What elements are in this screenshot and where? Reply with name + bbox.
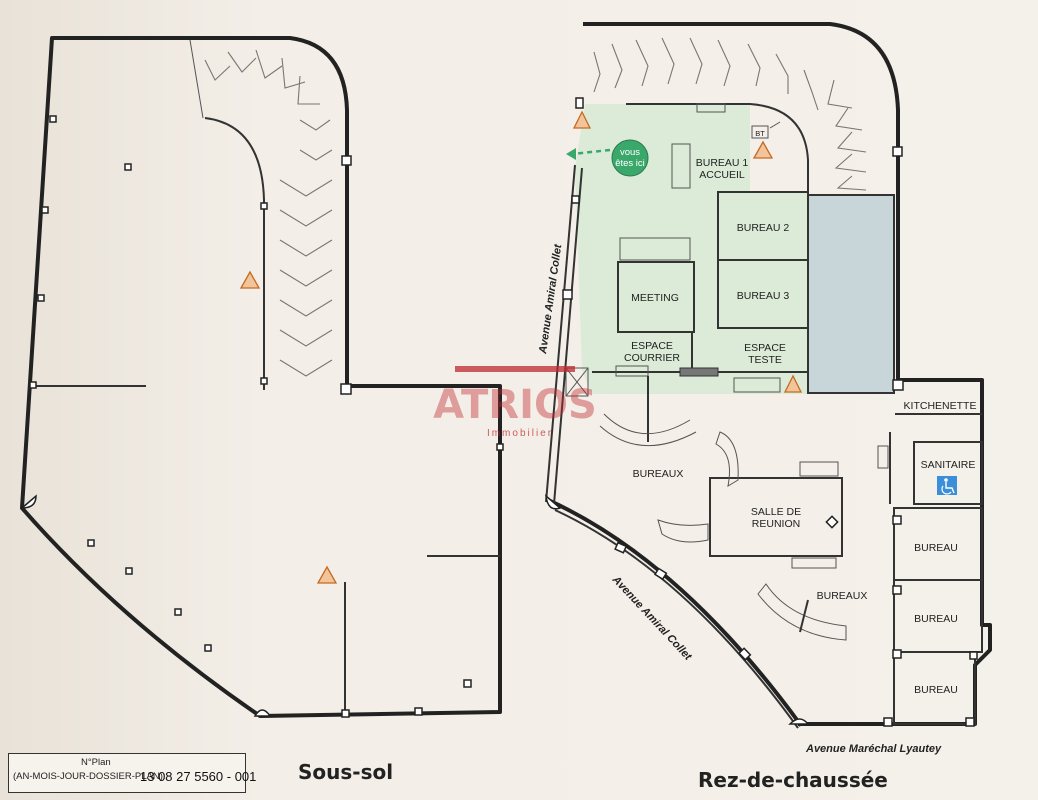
desk-cluster-3 xyxy=(657,519,709,543)
ground-ramp-chevrons xyxy=(593,37,867,191)
basement-plan xyxy=(19,36,504,718)
basement-pillars xyxy=(19,115,504,718)
bt-box xyxy=(751,125,769,139)
label-accueil: ACCUEIL xyxy=(699,169,745,181)
logo-brand: ATRIOS xyxy=(433,382,597,428)
counter xyxy=(679,367,719,377)
bureau-room-c xyxy=(893,651,976,725)
label-espace-teste-1: ESPACE xyxy=(744,342,786,354)
bench xyxy=(733,377,781,393)
label-bureau-1: BUREAU 1 xyxy=(696,157,749,169)
salle-cabinet xyxy=(799,461,839,477)
you-are-here-line1: vous xyxy=(620,147,640,158)
label-kitchenette: KITCHENETTE xyxy=(904,400,977,412)
ground-ramp-inner-wall xyxy=(749,103,809,195)
label-espace-teste-2: TESTE xyxy=(748,354,782,366)
ground-ramp-outer-wall xyxy=(583,22,900,388)
atrios-logo: ATRIOS Immobilier xyxy=(433,366,597,439)
ground-warning-icon-3 xyxy=(783,374,803,393)
ground-warning-icon-1 xyxy=(572,110,592,129)
plan-number-box: N°Plan (AN-MOIS-JOUR-DOSSIER-PLAN): 13 0… xyxy=(8,753,256,793)
desk-cluster-2 xyxy=(715,431,739,488)
basement-warning-icon-1 xyxy=(239,270,261,289)
salle-de-reunion-room xyxy=(709,477,843,557)
highlighted-zone xyxy=(575,104,808,394)
ground-outer-wall-curve-inner xyxy=(554,509,799,729)
label-bureau-b: BUREAU xyxy=(914,613,958,625)
stairs xyxy=(615,365,649,377)
you-are-here-marker: vous êtes ici xyxy=(566,139,649,177)
ground-outer-wall-curve xyxy=(545,497,803,727)
stair-box xyxy=(565,367,589,397)
street-label-3: Avenue Maréchal Lyautey xyxy=(805,743,942,755)
desk-cluster-1 xyxy=(603,413,691,435)
label-salle-2: REUNION xyxy=(752,518,800,530)
level-title-basement: Sous-sol xyxy=(298,760,393,784)
blue-zone xyxy=(807,194,895,394)
basement-outer-wall xyxy=(20,36,502,718)
ground-pillars xyxy=(545,97,978,727)
label-bureau-c: BUREAU xyxy=(914,684,958,696)
label-meeting: MEETING xyxy=(631,292,679,304)
west-facade-inner xyxy=(553,167,583,505)
salle-bench xyxy=(791,557,837,569)
label-sanitaire: SANITAIRE xyxy=(921,459,976,471)
label-salle-1: SALLE DE xyxy=(751,506,801,518)
label-bureaux-1: BUREAUX xyxy=(633,468,684,480)
label-bureaux-2: BUREAUX xyxy=(817,590,868,602)
sanitaire-room xyxy=(913,441,983,505)
basement-ramp-chevrons xyxy=(204,49,333,377)
logo-tagline: Immobilier xyxy=(487,428,553,439)
west-facade-outer xyxy=(545,164,576,503)
label-espace-courrier-2: COURRIER xyxy=(624,352,680,364)
plan-number: 13 08 27 5560 - 001 xyxy=(140,769,257,784)
accueil-desk xyxy=(671,143,691,189)
ground-warning-icon-2 xyxy=(752,140,774,159)
wheelchair-icon xyxy=(937,476,957,495)
label-bureau-3: BUREAU 3 xyxy=(737,290,790,302)
plan-label-line1: N°Plan xyxy=(81,757,111,768)
basement-ramp-guide xyxy=(189,39,204,119)
window-top xyxy=(696,103,726,113)
level-title-ground: Rez-de-chaussée xyxy=(698,768,888,792)
meeting-table xyxy=(619,237,691,261)
basement-warning-icon-2 xyxy=(316,565,338,584)
label-bureau-2: BUREAU 2 xyxy=(737,222,790,234)
plan-label-line2: (AN-MOIS-JOUR-DOSSIER-PLAN): xyxy=(13,771,166,782)
label-bt: BT xyxy=(755,129,765,138)
you-are-here-line2: êtes ici xyxy=(615,158,645,169)
label-espace-courrier-1: ESPACE xyxy=(631,340,673,352)
label-bureau-a: BUREAU xyxy=(914,542,958,554)
basement-ramp-inner-wall xyxy=(204,117,265,390)
desk-cluster-4 xyxy=(757,583,847,641)
